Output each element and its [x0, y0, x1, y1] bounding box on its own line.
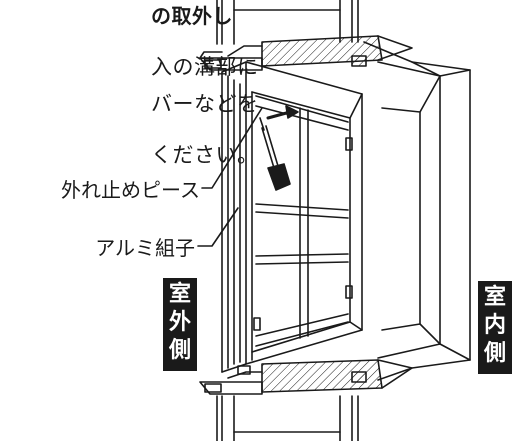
aluminum-mullion-label: アルミ組子	[95, 236, 195, 260]
instruction-line-2: バーなどを	[151, 92, 259, 116]
lower-frame-section	[199, 359, 413, 395]
indoor-char-3: 側	[483, 341, 506, 366]
lower-wall	[216, 395, 359, 441]
section-heading: の取外し	[151, 4, 233, 28]
upper-wall	[216, 0, 359, 45]
removal-piece-label: 外れ止めピース	[61, 178, 200, 202]
inner-lining	[363, 41, 471, 381]
outdoor-char-3: 側	[168, 338, 191, 363]
aluminum-grid	[253, 95, 353, 347]
outdoor-side-badge: 室 外 側	[163, 278, 197, 371]
outdoor-char-2: 外	[168, 310, 191, 335]
screwdriver-icon	[259, 117, 291, 191]
indoor-char-1: 室	[483, 285, 506, 310]
leader-lines	[197, 107, 263, 247]
outdoor-char-1: 室	[168, 282, 191, 307]
indoor-side-badge: 室 内 側	[478, 281, 512, 374]
direction-arrow-icon	[266, 105, 299, 120]
instruction-line-3: ください。	[151, 143, 259, 167]
indoor-char-2: 内	[483, 313, 506, 338]
upper-frame-section	[199, 35, 413, 71]
